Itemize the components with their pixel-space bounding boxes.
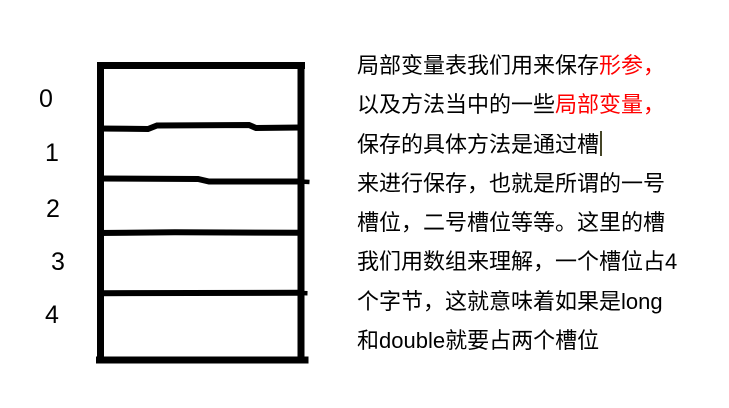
- local-variable-table-diagram: 0 1 2 3 4: [0, 0, 340, 408]
- text-line-7[interactable]: 个字节，这就意味着如果是long: [357, 282, 729, 321]
- text-line-7-black: 个字节，这就意味着如果是long: [357, 288, 663, 314]
- text-line-1[interactable]: 局部变量表我们用来保存形参，: [357, 46, 729, 85]
- slot-index-label-1: 1: [45, 139, 59, 167]
- slot-divider-1: [97, 121, 302, 133]
- text-line-6-black: 我们用数组来理解，一个槽位占4: [357, 249, 678, 275]
- slot-box-outline: [96, 62, 309, 364]
- text-line-2-black: 以及方法当中的一些: [357, 92, 556, 118]
- text-line-3[interactable]: 保存的具体方法是通过槽: [357, 125, 729, 164]
- slot-divider-2-overshoot: [299, 179, 310, 185]
- note-text-area[interactable]: 局部变量表我们用来保存形参， 以及方法当中的一些局部变量， 保存的具体方法是通过…: [357, 46, 729, 360]
- text-line-5-black: 槽位，二号槽位等等。这里的槽: [357, 210, 666, 236]
- text-line-5[interactable]: 槽位，二号槽位等等。这里的槽: [357, 203, 729, 242]
- text-line-2-red: 局部变量，: [555, 92, 666, 118]
- slot-divider-3: [97, 229, 302, 236]
- text-cursor-caret: [600, 130, 602, 156]
- slot-index-label-2: 2: [46, 195, 60, 223]
- slot-index-label-0: 0: [39, 85, 53, 113]
- text-line-4[interactable]: 来进行保存，也就是所谓的一号: [357, 164, 729, 203]
- text-line-8-black: 和double就要占两个槽位: [357, 328, 600, 354]
- text-line-4-black: 来进行保存，也就是所谓的一号: [357, 170, 666, 196]
- text-line-1-red: 形参，: [599, 53, 666, 78]
- slot-index-label-4: 4: [45, 301, 59, 329]
- text-line-6[interactable]: 我们用数组来理解，一个槽位占4: [357, 242, 729, 281]
- text-line-8[interactable]: 和double就要占两个槽位: [357, 321, 729, 360]
- slot-index-label-3: 3: [51, 248, 65, 276]
- text-line-2[interactable]: 以及方法当中的一些局部变量，: [357, 85, 729, 124]
- text-line-3-black: 保存的具体方法是通过槽: [357, 131, 600, 157]
- text-line-1-black: 局部变量表我们用来保存: [357, 53, 600, 78]
- slot-divider-2: [97, 175, 301, 185]
- slot-grid-drawing: [96, 62, 310, 364]
